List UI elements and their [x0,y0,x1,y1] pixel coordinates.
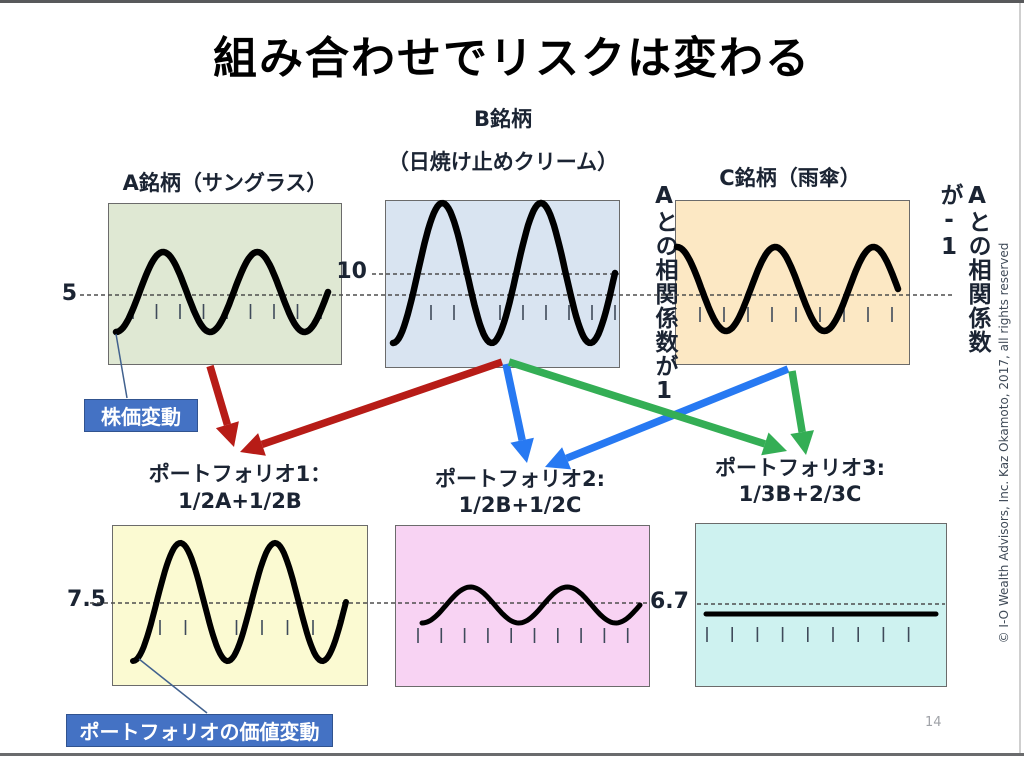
slide-title: 組み合わせでリスクは変わる [213,33,811,84]
copyright-text: © I-O Wealth Advisors, Inc. Kaz Okamoto,… [997,242,1011,644]
portfolio-3-title: ポートフォリオ3: [714,456,885,480]
stock-a-title: A銘柄（サングラス） [122,171,328,195]
page-number: 14 [925,715,942,730]
portfolio-1-title: ポートフォリオ1： [148,462,332,486]
right-edge-line [1019,3,1021,753]
portfolio-3-formula: 1/3B+2/3C [738,482,862,506]
mean-value-label-p3: 6.7 [650,589,689,614]
arrow-a-to-p1-head [215,421,239,447]
mean-value-label-b: 10 [336,259,367,284]
mean-value-label-a: 5 [61,281,77,306]
stock-b-chart-panel [385,200,620,368]
portfolio-2-chart-panel [395,525,650,687]
arrow-b-to-p2 [502,363,526,442]
top-border-bar [0,0,1024,3]
correlation-note-b: Aとの相関係数が1 [651,183,677,405]
correlation-note-c: Aとの相関係数が-1 [936,183,990,354]
mean-value-label-p1: 7.5 [67,587,106,612]
portfolio-2-title: ポートフォリオ2: [434,467,605,491]
stock-c-chart-panel [675,200,910,365]
arrow-c-to-p3 [788,370,806,433]
callout-portfolio-value-fluctuation: ポートフォリオの価値変動 [66,714,333,747]
bottom-border-bar [0,753,1024,756]
portfolio-3-chart-panel [695,523,947,687]
stock-b-title-line1: B銘柄 [473,107,532,131]
portfolio-1-formula: 1/2A+1/2B [178,489,302,513]
arrow-b-to-p3 [507,358,767,448]
arrow-b-to-p1-head [240,433,266,456]
arrow-a-to-p1 [206,364,231,426]
stock-c-title: C銘柄（雨傘） [719,166,861,190]
arrow-b-to-p2-head [510,437,534,463]
arrow-b-to-p1 [260,358,504,448]
callout-stock-price-fluctuation: 株価変動 [84,399,198,432]
portfolio-1-chart-panel [112,525,368,686]
stock-a-chart-panel [108,203,342,365]
portfolio-2-formula: 1/2B+1/2C [458,493,582,517]
stock-b-title-line2: （日焼け止めクリーム） [387,150,619,174]
